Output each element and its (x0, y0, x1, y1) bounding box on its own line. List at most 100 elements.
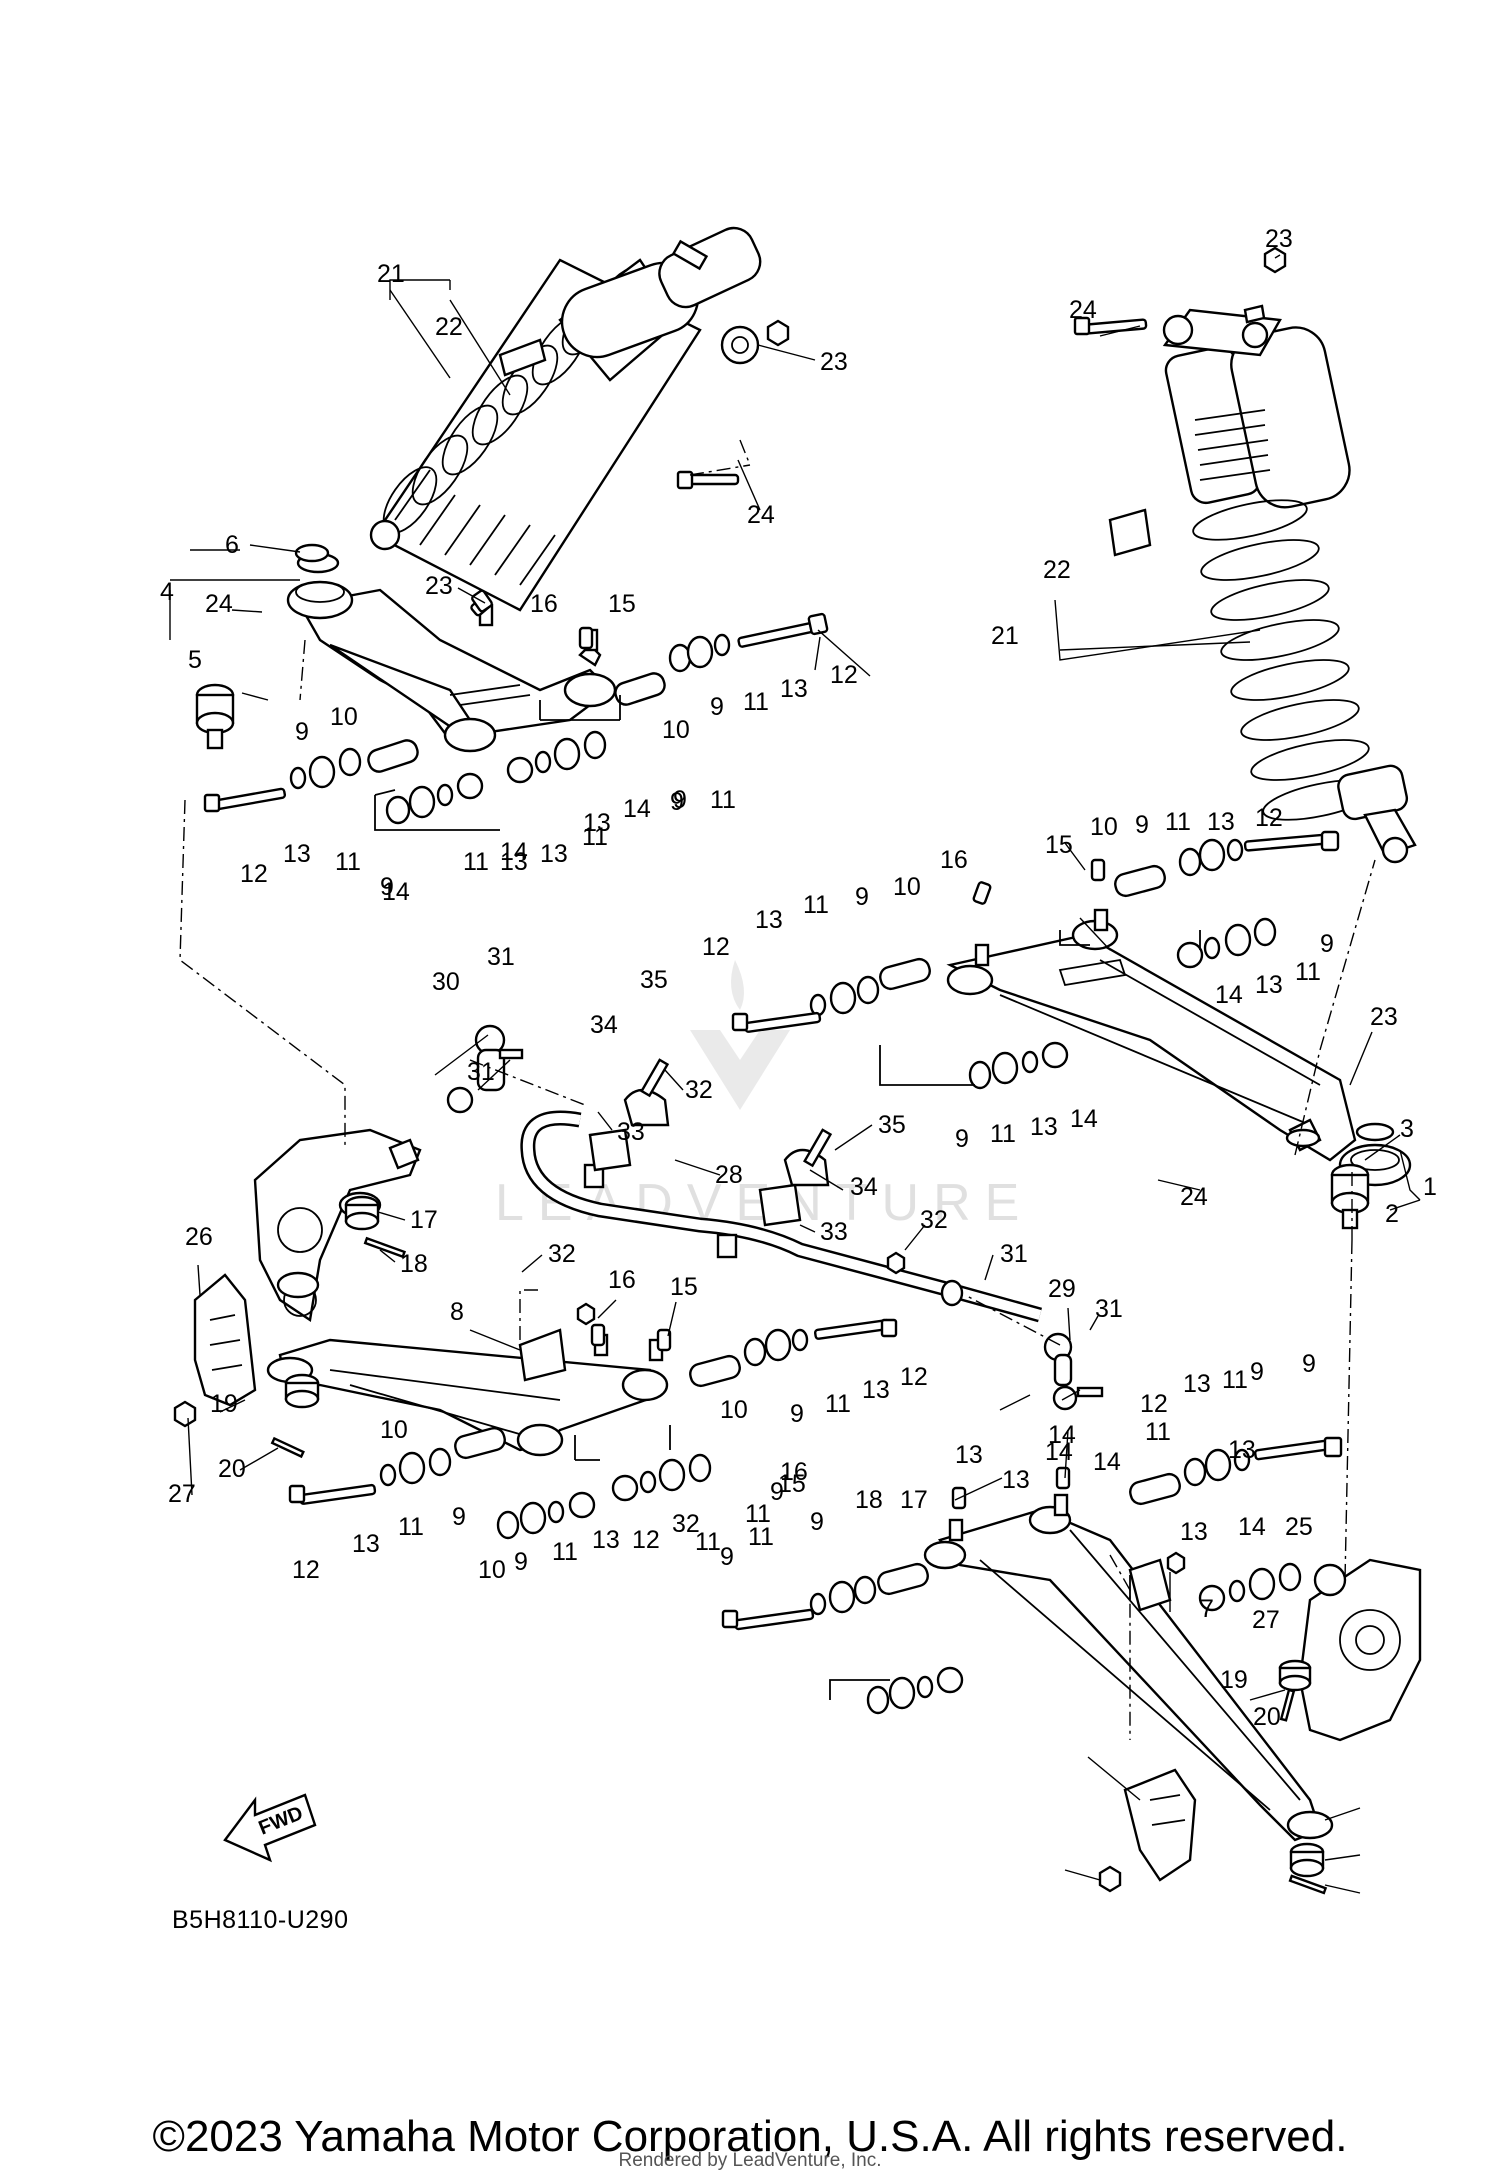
callout: 13 (780, 675, 808, 703)
callout: 9 (720, 1543, 734, 1571)
callout: 10 (662, 716, 690, 744)
callout: 13 (352, 1530, 380, 1558)
callout: 11 (803, 891, 829, 919)
callout: 11 (748, 1523, 774, 1551)
callout: 9 (514, 1548, 528, 1576)
callout: 14 (500, 838, 528, 866)
callout: 24 (747, 501, 775, 529)
callout: 11 (743, 688, 769, 716)
callout: 9 (1250, 1358, 1264, 1386)
callout: 34 (850, 1173, 878, 1201)
callout: 29 (1048, 1275, 1076, 1303)
callout: 13 (1030, 1113, 1058, 1141)
callout: 13 (1180, 1518, 1208, 1546)
callout: 32 (685, 1076, 713, 1104)
callout: 16 (780, 1458, 808, 1486)
callout: 12 (240, 860, 268, 888)
callout: 13 (592, 1526, 620, 1554)
callout: 13 (500, 848, 528, 876)
callout: 22 (435, 313, 463, 341)
callout: 10 (330, 703, 358, 731)
callout: 9 (673, 786, 687, 814)
callout: 35 (878, 1111, 906, 1139)
callout: 31 (467, 1058, 495, 1086)
copyright-notice: ©2023 Yamaha Motor Corporation, U.S.A. A… (152, 2112, 1348, 2161)
callout-labels: 21 22 23 24 23 24 22 21 6 4 24 23 16 15 … (160, 225, 1437, 1731)
callout: 13 (1255, 971, 1283, 999)
callout: 15 (1045, 831, 1073, 859)
callout: 11 (1295, 958, 1321, 986)
callout: 23 (1265, 225, 1293, 253)
callout: 12 (1255, 804, 1283, 832)
callout: 10 (1090, 813, 1118, 841)
callout: 27 (1252, 1606, 1280, 1634)
callout: 32 (672, 1510, 700, 1538)
callout: 10 (380, 1416, 408, 1444)
callout: 31 (487, 943, 515, 971)
reference-lines (169, 279, 1421, 1740)
lower-right-a-arm (923, 1493, 1334, 1842)
callout: 14 (382, 878, 410, 906)
callout: 13 (1183, 1370, 1211, 1398)
stabilizer-links (446, 1024, 1104, 1411)
callout: 13 (1228, 1436, 1256, 1464)
callout: 9 (810, 1508, 824, 1536)
callout: 35 (640, 966, 668, 994)
callout: 4 (160, 578, 174, 606)
callout: 31 (1095, 1295, 1123, 1323)
callout: 24 (205, 590, 233, 618)
callout: 14 (1048, 1421, 1076, 1449)
forward-direction-arrow: FWD (223, 1793, 317, 1863)
callout: 13 (540, 840, 568, 868)
callout: 24 (1180, 1183, 1208, 1211)
callout: 11 (1222, 1366, 1248, 1394)
callout: 32 (920, 1206, 948, 1234)
callout: 11 (1165, 808, 1191, 836)
callout: 5 (188, 646, 202, 674)
upper-shock-bolts (676, 246, 1287, 490)
callout: 3 (1400, 1115, 1414, 1143)
callout: 23 (1370, 1003, 1398, 1031)
callout-leaders (187, 254, 1401, 1894)
callout: 16 (940, 846, 968, 874)
callout: 11 (552, 1538, 578, 1566)
callout: 2 (1385, 1200, 1399, 1228)
callout: 19 (210, 1390, 238, 1418)
callout: 12 (632, 1526, 660, 1554)
rendered-by-credit: Rendered by LeadVenture, Inc. (618, 2150, 882, 2171)
callout: 9 (295, 718, 309, 746)
callout: 12 (900, 1363, 928, 1391)
callout: 12 (830, 661, 858, 689)
callout: 9 (670, 788, 684, 816)
callout: 18 (400, 1250, 428, 1278)
callout: 17 (410, 1206, 438, 1234)
callout: 10 (720, 1396, 748, 1424)
ball-joints (195, 543, 1370, 1230)
callout: 11 (990, 1120, 1016, 1148)
callout: 23 (425, 572, 453, 600)
callout: 14 (1070, 1105, 1098, 1133)
callout: 7 (1200, 1595, 1214, 1623)
callout: 6 (225, 531, 239, 559)
callout: 13 (862, 1376, 890, 1404)
callout: 13 (755, 906, 783, 934)
callout: 12 (702, 933, 730, 961)
callout: 15 (670, 1273, 698, 1301)
callout: 25 (1285, 1513, 1313, 1541)
callout: 21 (377, 260, 405, 288)
right-shock-absorber (1108, 304, 1417, 864)
callout: 30 (432, 968, 460, 996)
callout: 14 (1045, 1438, 1073, 1466)
callout: 26 (185, 1223, 213, 1251)
callout: 13 (955, 1441, 983, 1469)
callout: 24 (1069, 296, 1097, 324)
callout: 9 (1135, 811, 1149, 839)
callout: 11 (335, 848, 361, 876)
callout: 11 (582, 823, 608, 851)
bushing-stacks (203, 612, 1343, 1715)
callout: 8 (450, 1298, 464, 1326)
callout: 16 (530, 590, 558, 618)
callout: 10 (893, 873, 921, 901)
callout: 32 (548, 1240, 576, 1268)
